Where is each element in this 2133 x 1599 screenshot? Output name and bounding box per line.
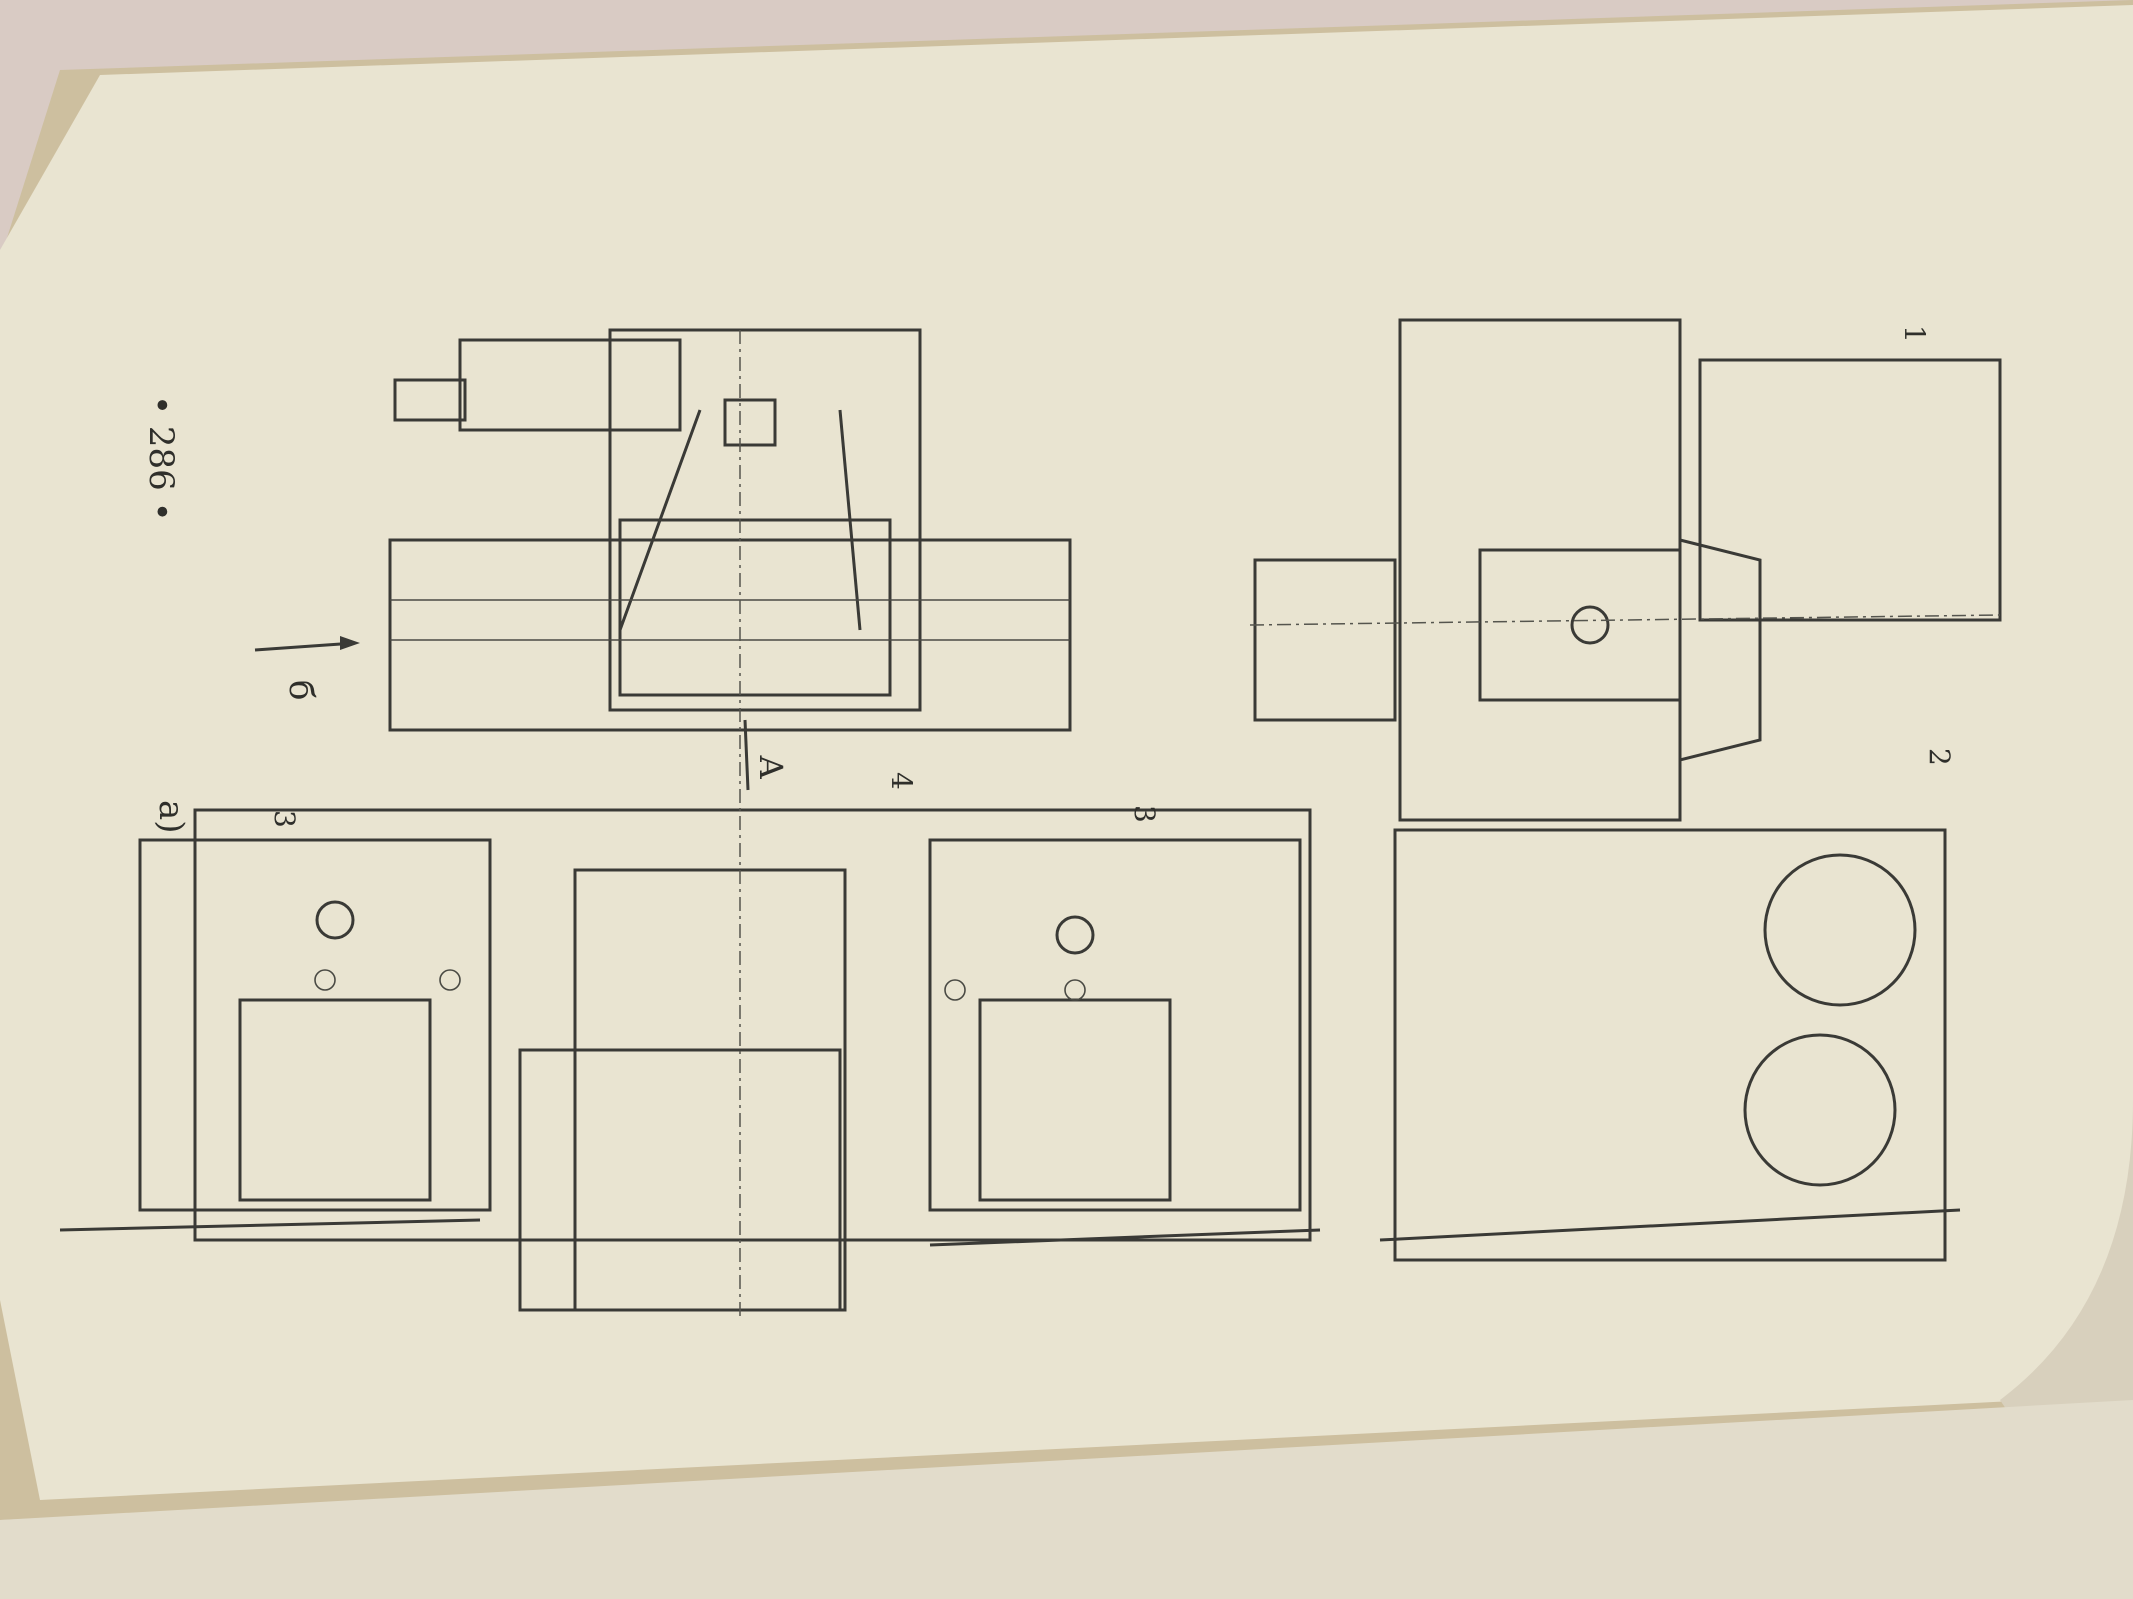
callout-2: 2 (1923, 748, 1956, 766)
view-b-arrow (254, 641, 356, 652)
view-a-label: а) (151, 800, 191, 834)
callout-3-left: 3 (268, 810, 301, 828)
callout-1: 1 (1898, 325, 1931, 343)
book-page (0, 5, 2133, 1500)
plan-view-a (59, 328, 1321, 1320)
side-view (1249, 318, 2002, 1262)
section-label-a: А (752, 755, 790, 779)
next-page-edge (0, 1400, 2133, 1599)
view-b-arrowhead (340, 636, 360, 650)
callout-4: 4 (885, 772, 918, 790)
callout-3-right: 3 (1128, 805, 1161, 823)
view-b-label: б (281, 680, 321, 700)
page-number: • 286 • (141, 395, 181, 522)
